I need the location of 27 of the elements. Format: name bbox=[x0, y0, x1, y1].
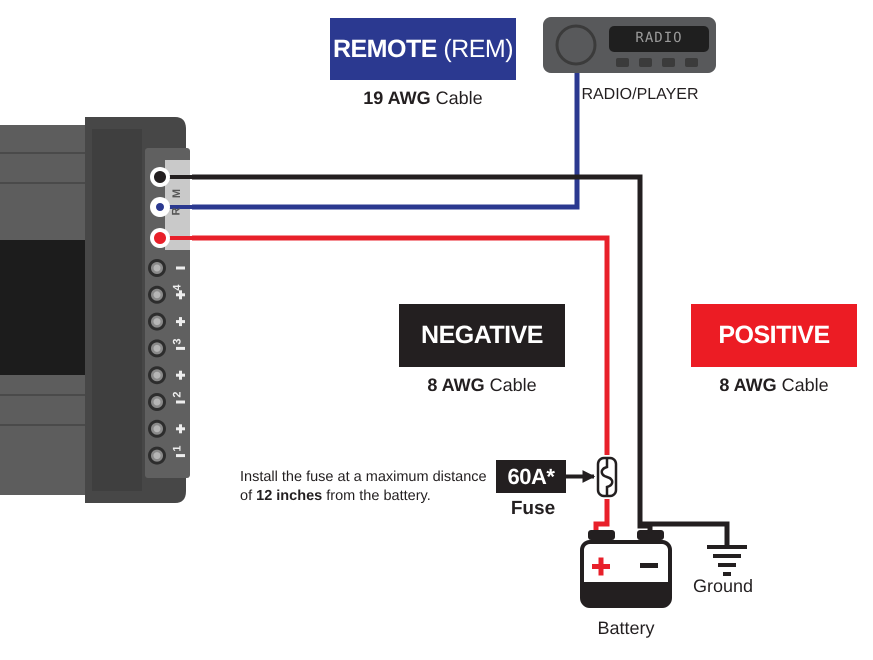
terminal-label: M bbox=[172, 188, 184, 198]
note-text: Install the fuse at a maximum distance of 12 inches from the battery. bbox=[240, 468, 488, 506]
channel-number: 4 bbox=[172, 284, 184, 291]
caption-text: 8 AWG Cable bbox=[718, 375, 830, 396]
caption-text: Fuse bbox=[510, 498, 556, 520]
terminal-label: R bbox=[171, 208, 182, 216]
caption-text: RADIO/PLAYER bbox=[580, 86, 700, 104]
negative-label-box: NEGATIVE bbox=[399, 304, 565, 367]
remote-label-box: REMOTE (REM) bbox=[330, 18, 516, 80]
amplifier-drawing bbox=[0, 115, 192, 505]
fuse-symbol bbox=[596, 455, 618, 499]
positive-label-box: POSITIVE bbox=[691, 304, 857, 367]
channel-number: 1 bbox=[172, 445, 184, 452]
arrow bbox=[566, 470, 596, 483]
fuse-rating-box: 60A* bbox=[496, 460, 566, 493]
display-text: RADIO bbox=[634, 30, 684, 46]
battery-symbol bbox=[580, 530, 672, 608]
caption-text: 8 AWG Cable bbox=[426, 375, 538, 396]
caption-text: 19 AWG Cable bbox=[362, 88, 484, 109]
channel-number: 2 bbox=[172, 391, 184, 398]
wire bbox=[594, 499, 610, 530]
wire bbox=[192, 236, 610, 455]
caption-text: Ground bbox=[692, 576, 754, 597]
wire bbox=[192, 73, 580, 210]
channel-number: 3 bbox=[172, 338, 184, 345]
caption-text: Battery bbox=[596, 618, 656, 639]
ground-symbol bbox=[705, 545, 749, 577]
